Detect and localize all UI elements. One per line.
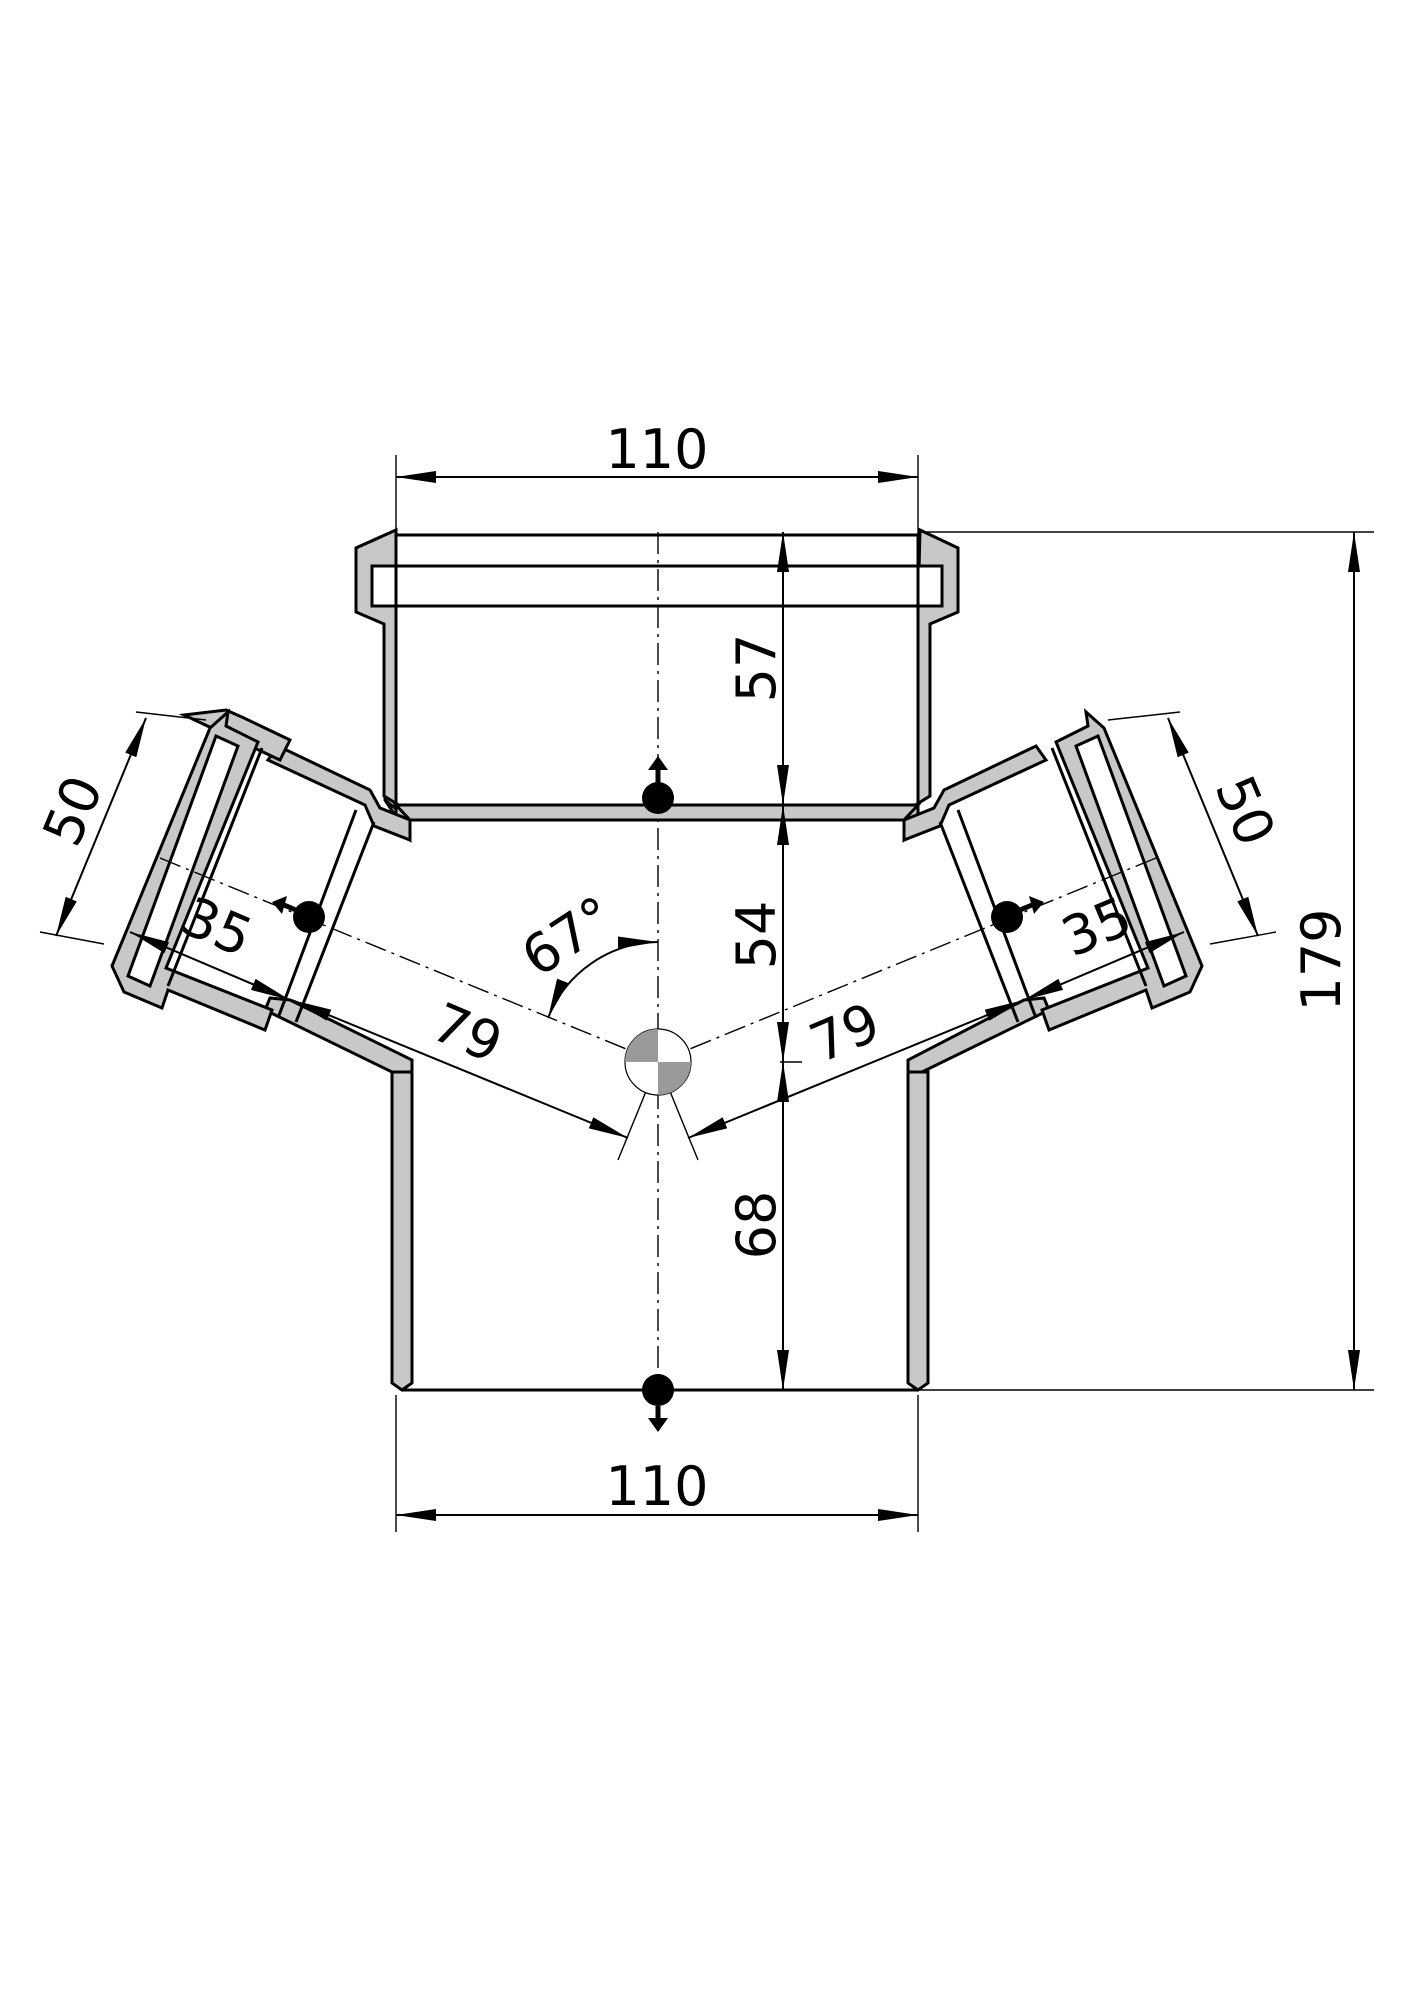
left-socket-face-2 <box>294 821 376 1023</box>
center-lines <box>159 532 1157 1390</box>
dim-angle-arc <box>547 936 659 1019</box>
dim-right-diameter-line <box>1167 717 1259 937</box>
left-branch-lower-wall <box>263 996 414 1074</box>
top-gasket <box>370 564 944 608</box>
label-branch-angle: 67° <box>511 884 626 989</box>
flow-marker-bottom-icon <box>642 1374 674 1432</box>
lower-wall-right <box>906 1070 930 1392</box>
dim-left-length-line <box>291 999 629 1139</box>
flow-marker-top-icon <box>642 756 674 814</box>
label-lower-length: 68 <box>725 1191 788 1260</box>
label-socket-depth: 57 <box>725 634 788 703</box>
label-left-length: 79 <box>423 991 511 1076</box>
dim-left-socket-line <box>129 931 291 1001</box>
flow-marker-left-icon <box>272 896 325 933</box>
dim-left-diameter-line <box>55 717 147 937</box>
flow-marker-right-icon <box>991 896 1044 933</box>
dim-right-socket-line <box>1023 931 1185 1001</box>
right-socket-face-2 <box>938 821 1020 1023</box>
label-left-diameter: 50 <box>31 767 116 855</box>
label-top-width: 110 <box>605 418 708 481</box>
right-branch-lower-wall <box>906 996 1051 1074</box>
flow-markers <box>272 756 1044 1432</box>
fitting-body <box>110 527 1204 1392</box>
label-branch-offset: 54 <box>725 901 788 970</box>
center-point-symbol <box>624 1028 692 1096</box>
label-bottom-width: 110 <box>605 1455 708 1518</box>
lower-wall-left <box>390 1070 414 1392</box>
left-branch-upper-wall <box>265 744 412 843</box>
dim-right-length-line <box>687 999 1025 1139</box>
label-right-diameter: 50 <box>1203 767 1288 855</box>
label-total-height: 179 <box>1290 908 1353 1011</box>
dimension-lines <box>39 455 1374 1532</box>
label-right-length: 79 <box>801 991 889 1076</box>
right-branch-upper-wall <box>902 744 1049 843</box>
